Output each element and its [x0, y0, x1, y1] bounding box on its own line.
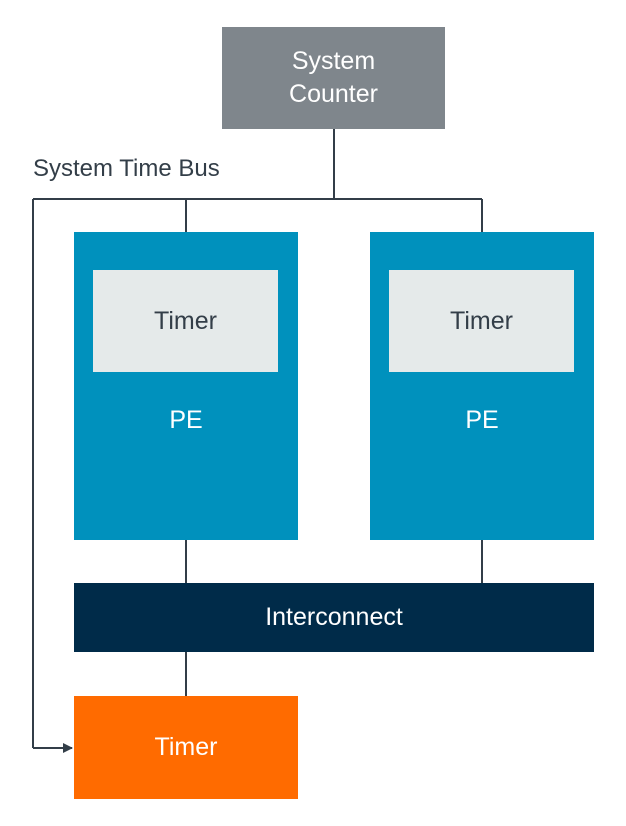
interconnect-box: Interconnect: [74, 583, 594, 652]
pe-right-label: PE: [465, 406, 499, 434]
external-timer-label: Timer: [154, 733, 218, 761]
system-counter-label-line1: System: [291, 47, 376, 75]
system-counter-label-line2: Counter: [289, 80, 378, 108]
pe-right-timer-box: Timer: [389, 270, 574, 372]
external-timer-box: Timer: [74, 696, 298, 799]
system-counter-box: System Counter: [222, 27, 445, 129]
pe-left-timer-box: Timer: [93, 270, 278, 372]
interconnect-label: Interconnect: [265, 603, 403, 631]
pe-right-timer-label: Timer: [450, 306, 513, 335]
pe-left-timer-label: Timer: [154, 306, 217, 335]
system-time-bus-label: System Time Bus: [33, 155, 220, 182]
pe-left-label: PE: [169, 406, 203, 434]
